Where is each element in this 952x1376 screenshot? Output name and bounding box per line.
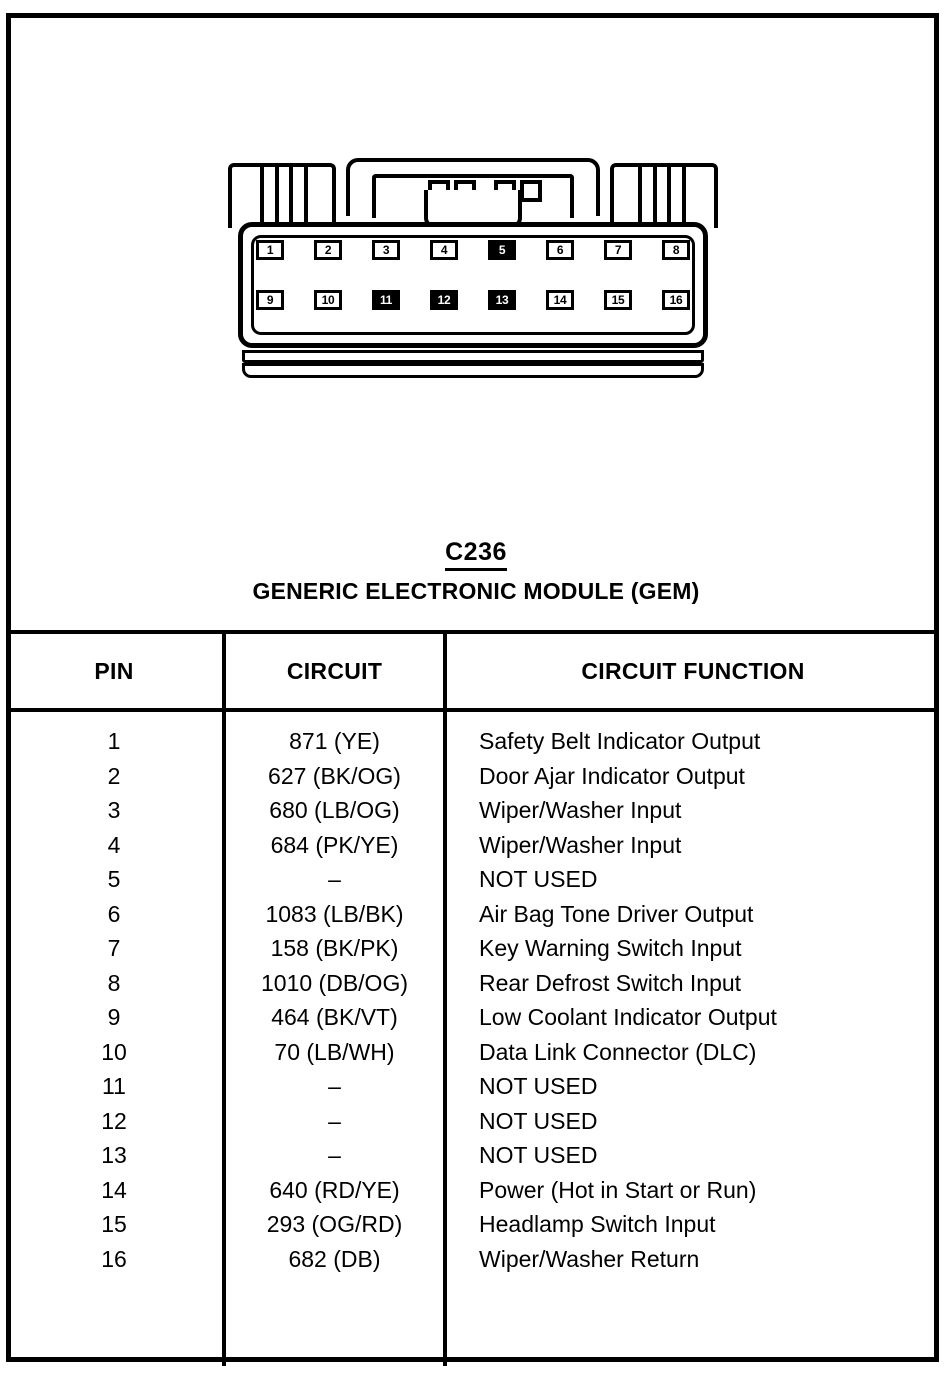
connector-pin-2: 2: [314, 240, 342, 260]
connector-pin-13: 13: [488, 290, 516, 310]
table-column-circuit: 871 (YE) 627 (BK/OG) 680 (LB/OG) 684 (PK/YE…: [222, 712, 443, 1366]
function-cell: NOT USED: [479, 866, 598, 892]
pin-cell: 13: [101, 1142, 127, 1168]
function-cell: Air Bag Tone Driver Output: [479, 900, 754, 927]
function-cell: Low Coolant Indicator Output: [479, 1004, 777, 1030]
function-cell: Key Warning Switch Input: [479, 935, 742, 961]
connector-pin-5: 5: [488, 240, 516, 260]
function-cell: Safety Belt Indicator Output: [479, 728, 761, 754]
latch-tab-4: [520, 180, 542, 202]
right-flange-ribs: [638, 167, 686, 228]
connector-right-flange: [610, 163, 718, 228]
pin-cell: 4: [107, 831, 121, 858]
function-cell: NOT USED: [479, 1073, 598, 1099]
connector-id-text: C236: [445, 538, 507, 571]
pin-cell: 7: [107, 935, 121, 961]
circuit-cell: 680 (LB/OG): [269, 797, 400, 823]
connector-body-inner-outline: [251, 235, 695, 335]
pin-cell: 14: [101, 1176, 127, 1203]
connector-pin-1: 1: [256, 240, 284, 260]
pin-cell: 5: [107, 866, 121, 892]
function-cell: Headlamp Switch Input: [479, 1211, 716, 1237]
connector-pin-8: 8: [662, 240, 690, 260]
circuit-cell: 1083 (LB/BK): [265, 900, 404, 927]
circuit-cell: 640 (RD/YE): [269, 1176, 400, 1203]
circuit-cell: 464 (BK/VT): [271, 1004, 398, 1030]
column-header-pin: PIN: [94, 657, 134, 684]
connector-pin-3: 3: [372, 240, 400, 260]
function-cell: NOT USED: [479, 1142, 598, 1168]
connector-pin-12: 12: [430, 290, 458, 310]
function-cell: Door Ajar Indicator Output: [479, 762, 745, 789]
connector-left-flange: [228, 163, 336, 228]
circuit-cell: 871 (YE): [289, 728, 380, 754]
left-flange-ribs: [260, 167, 308, 228]
circuit-cell: 684 (PK/YE): [270, 831, 399, 858]
function-cell: NOT USED: [479, 1107, 598, 1134]
pin-cell: 15: [101, 1211, 127, 1237]
connector-name-label: GENERIC ELECTRONIC MODULE (GEM): [252, 578, 700, 604]
function-cell: Wiper/Washer Input: [479, 831, 682, 858]
function-cell: Rear Defrost Switch Input: [479, 969, 742, 996]
pin-cell: 6: [107, 900, 121, 927]
function-cell: Data Link Connector (DLC): [479, 1038, 757, 1065]
pin-cell: 3: [107, 797, 121, 823]
page-border-frame: [6, 13, 939, 1362]
pin-cell: 12: [101, 1107, 127, 1134]
table-header-row: PIN CIRCUIT CIRCUIT FUNCTION: [6, 634, 939, 712]
connector-pin-9: 9: [256, 290, 284, 310]
circuit-cell: –: [328, 1107, 341, 1134]
circuit-cell: 1010 (DB/OG): [261, 969, 408, 996]
circuit-cell: 158 (BK/PK): [270, 935, 399, 961]
circuit-cell: 682 (DB): [288, 1245, 381, 1272]
connector-pin-15: 15: [604, 290, 632, 310]
function-cell: Wiper/Washer Return: [479, 1245, 700, 1272]
circuit-cell: –: [328, 1142, 341, 1168]
connector-pin-6: 6: [546, 240, 574, 260]
connector-pin-11: 11: [372, 290, 400, 310]
circuit-cell: –: [328, 1073, 341, 1099]
pin-cell: 1: [107, 728, 121, 754]
column-header-function: CIRCUIT FUNCTION: [443, 634, 939, 708]
connector-pin-16: 16: [662, 290, 690, 310]
function-cell: Power (Hot in Start or Run): [479, 1176, 757, 1203]
connector-id-label: C236: [0, 538, 952, 571]
pin-row-top: 1 2 3 4 5 6 7 8: [256, 240, 690, 260]
connector-pin-10: 10: [314, 290, 342, 310]
circuit-cell: –: [328, 866, 341, 892]
pin-cell: 8: [107, 969, 121, 996]
connector-skirt-band-2: [242, 363, 704, 378]
circuit-cell: 70 (LB/WH): [274, 1038, 395, 1065]
pin-cell: 11: [102, 1073, 126, 1099]
pin-cell: 9: [107, 1004, 121, 1030]
circuit-cell: 293 (OG/RD): [266, 1211, 403, 1237]
circuit-cell: 627 (BK/OG): [268, 762, 401, 789]
pin-cell: 2: [107, 762, 121, 789]
column-header-circuit: CIRCUIT: [222, 634, 443, 708]
connector-pin-14: 14: [546, 290, 574, 310]
connector-skirt-band-1: [242, 350, 704, 363]
pin-row-bottom: 9 10 11 12 13 14 15 16: [256, 290, 690, 310]
circuit-cell-list: 871 (YE) 627 (BK/OG) 680 (LB/OG) 684 (PK/YE…: [226, 712, 443, 1276]
connector-pin-4: 4: [430, 240, 458, 260]
pin-cell: 10: [101, 1038, 127, 1065]
function-cell: Wiper/Washer Input: [479, 797, 682, 823]
connector-pin-7: 7: [604, 240, 632, 260]
pin-cell: 16: [101, 1245, 127, 1272]
